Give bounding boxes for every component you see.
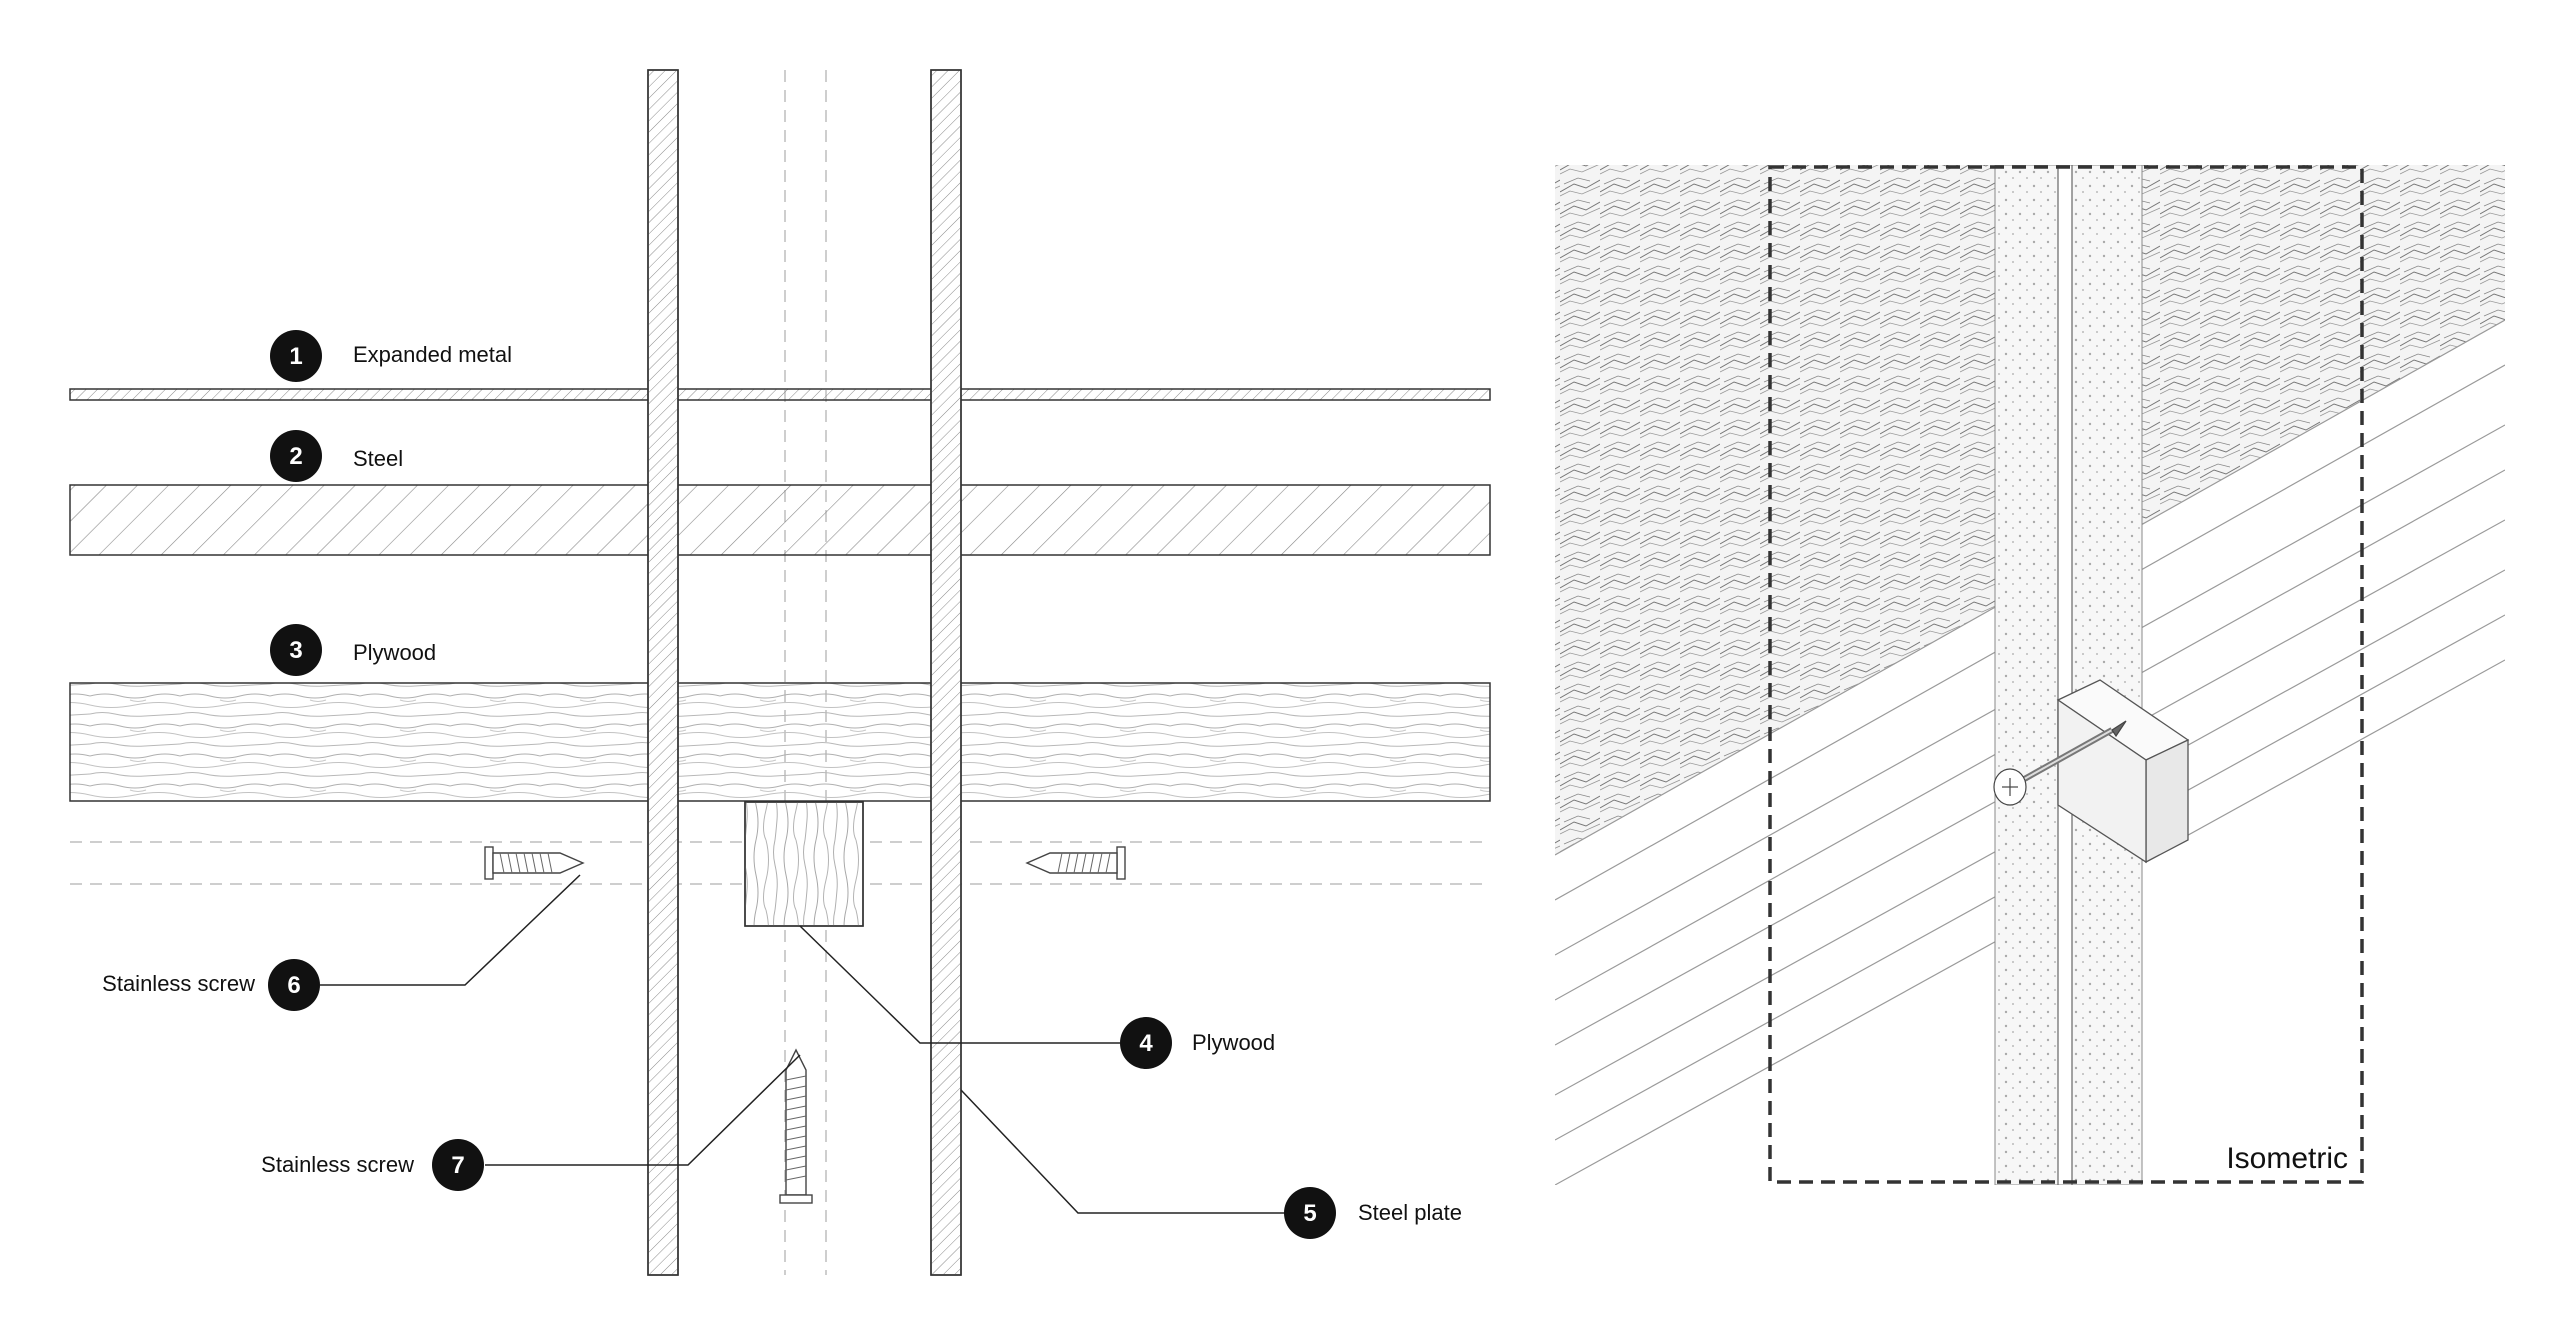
steel-plate-left: [647, 69, 679, 1276]
callout-5-label: Steel plate: [1358, 1200, 1462, 1225]
leader-6: [320, 874, 581, 986]
callout-7: 7 Stainless screw: [261, 1139, 484, 1191]
callout-5-number: 5: [1303, 1200, 1316, 1227]
callout-1-marker: [270, 330, 322, 382]
steel-layer: [69, 484, 1491, 556]
callout-1-number: 1: [289, 343, 302, 370]
screw-vertical-icon: [779, 1048, 813, 1204]
leader-7: [485, 1054, 801, 1166]
callout-6-number: 6: [287, 972, 300, 999]
section-detail: 1 Expanded metal 2 Steel 3 Plywood 6 Sta…: [69, 69, 1491, 1276]
callout-1: 1 Expanded metal: [270, 330, 512, 382]
iso-steel-plates: [1994, 165, 2143, 1185]
callout-3-marker: [270, 624, 322, 676]
callout-3: 3 Plywood: [270, 624, 436, 676]
steel-plate-right: [930, 69, 962, 1276]
callout-4-label: Plywood: [1192, 1030, 1275, 1055]
plywood-layer: [69, 682, 1491, 802]
callout-7-label: Stainless screw: [261, 1152, 414, 1177]
callout-4-number: 4: [1139, 1030, 1153, 1057]
callout-7-number: 7: [451, 1152, 464, 1179]
callout-2-label: Steel: [353, 446, 403, 471]
isometric-view: Isometric: [1555, 165, 2505, 1185]
leader-lines: [320, 874, 1285, 1214]
callout-7-marker: [432, 1139, 484, 1191]
callout-5-marker: [1284, 1187, 1336, 1239]
leader-4: [799, 925, 1120, 1044]
callout-4: 4 Plywood: [1120, 1017, 1275, 1069]
iso-plywood-block: [2056, 679, 2190, 864]
callout-6-marker: [268, 959, 320, 1011]
callout-5: 5 Steel plate: [1284, 1187, 1462, 1239]
callout-2: 2 Steel: [270, 430, 403, 482]
callout-2-number: 2: [289, 443, 302, 470]
callout-6-label: Stainless screw: [102, 971, 255, 996]
callout-4-marker: [1120, 1017, 1172, 1069]
leader-5: [960, 1089, 1285, 1214]
screw-right-icon: [1025, 846, 1126, 880]
callout-3-number: 3: [289, 637, 302, 664]
isometric-label: Isometric: [2226, 1142, 2348, 1175]
screw-left-icon: [484, 846, 585, 880]
callout-3-label: Plywood: [353, 640, 436, 665]
callout-2-marker: [270, 430, 322, 482]
iso-dashed-frame: [1768, 165, 2364, 1184]
iso-screw-icon: [1993, 720, 2127, 806]
callout-6: 6 Stainless screw: [102, 959, 320, 1011]
plywood-block: [744, 801, 864, 927]
expanded-metal-layer: [69, 388, 1491, 401]
callout-1-label: Expanded metal: [353, 342, 512, 367]
